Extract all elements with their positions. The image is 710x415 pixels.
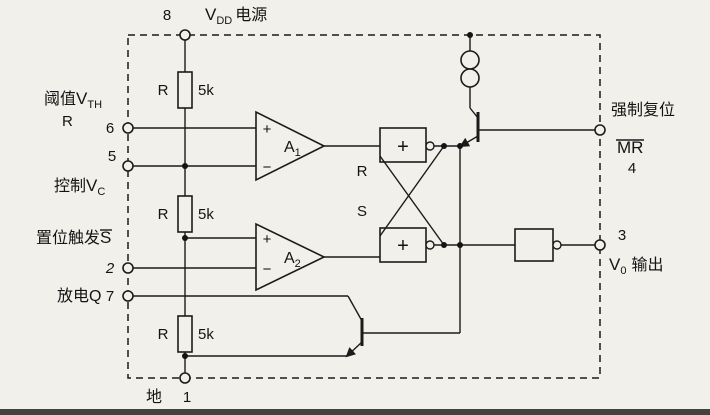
latch-s-input-label: S: [357, 203, 367, 220]
pin-7-terminal: [122, 290, 134, 302]
pin-1-terminal: [179, 372, 191, 384]
discharge-label: 放电Q: [57, 287, 101, 305]
pin-8-number: 8: [163, 7, 171, 24]
ground-label: 地: [146, 388, 162, 406]
s-gate-output-bubble: [425, 240, 435, 250]
a2-label: A2: [284, 250, 301, 270]
resistor-2-name: R: [158, 206, 169, 223]
output-buffer-gate: [514, 228, 562, 262]
resistor-3-name: R: [158, 326, 169, 343]
resistor-1-value: 5k: [198, 82, 214, 99]
threshold-r-label: R: [62, 113, 73, 130]
a1-label: A1: [284, 139, 301, 159]
pin-1-number: 1: [183, 389, 191, 406]
pin-5-terminal: [122, 160, 134, 172]
pin-3-number: 3: [618, 227, 626, 244]
resistor-3-value: 5k: [198, 326, 214, 343]
reset-transistor: [459, 107, 480, 147]
a1-plus-sign: +: [263, 121, 272, 138]
output-buffer-bubble: [552, 240, 562, 250]
s-gate-symbol: +: [397, 235, 409, 257]
pin-4-number: 4: [628, 160, 636, 177]
pin-4-terminal: [594, 124, 606, 136]
current-source-icon: [460, 50, 480, 88]
discharge-transistor: [345, 295, 364, 358]
pin-5-number: 5: [108, 148, 116, 165]
pin-2-terminal: [122, 262, 134, 274]
forced-reset-label: 强制复位: [611, 101, 675, 119]
scan-shadow: [0, 409, 710, 415]
pin-8-terminal: [179, 29, 191, 41]
ic-boundary: [127, 34, 601, 379]
resistor-1: R 5k: [158, 71, 214, 109]
r-gate-output-bubble: [425, 141, 435, 151]
wires: [133, 35, 595, 373]
a1-minus-sign: −: [263, 159, 272, 176]
pin-2-number: 2: [105, 260, 115, 277]
comparator-a1: + − A1: [255, 110, 326, 182]
junction-dots: [182, 32, 473, 359]
a2-plus-sign: +: [263, 231, 272, 248]
pin-3-terminal: [594, 239, 606, 251]
pin-6-terminal: [122, 122, 134, 134]
mr-label: MR: [617, 138, 643, 157]
r-gate-symbol: +: [397, 136, 409, 158]
set-trigger-label: 置位触发S: [36, 228, 111, 247]
threshold-label: 阈值VTH: [44, 89, 102, 111]
control-label: 控制VC: [54, 176, 105, 198]
latch-s-gate: +: [379, 227, 435, 263]
resistor-2: R 5k: [158, 195, 214, 233]
a2-minus-sign: −: [263, 261, 272, 278]
latch-r-input-label: R: [357, 163, 368, 180]
comparator-a2: + − A2: [255, 222, 326, 292]
resistor-1-name: R: [158, 82, 169, 99]
resistor-2-value: 5k: [198, 206, 214, 223]
pin-6-number: 6: [106, 120, 114, 137]
pin-7-number: 7: [106, 288, 114, 305]
latch-r-gate: +: [379, 127, 435, 163]
resistor-3: R 5k: [158, 315, 214, 353]
